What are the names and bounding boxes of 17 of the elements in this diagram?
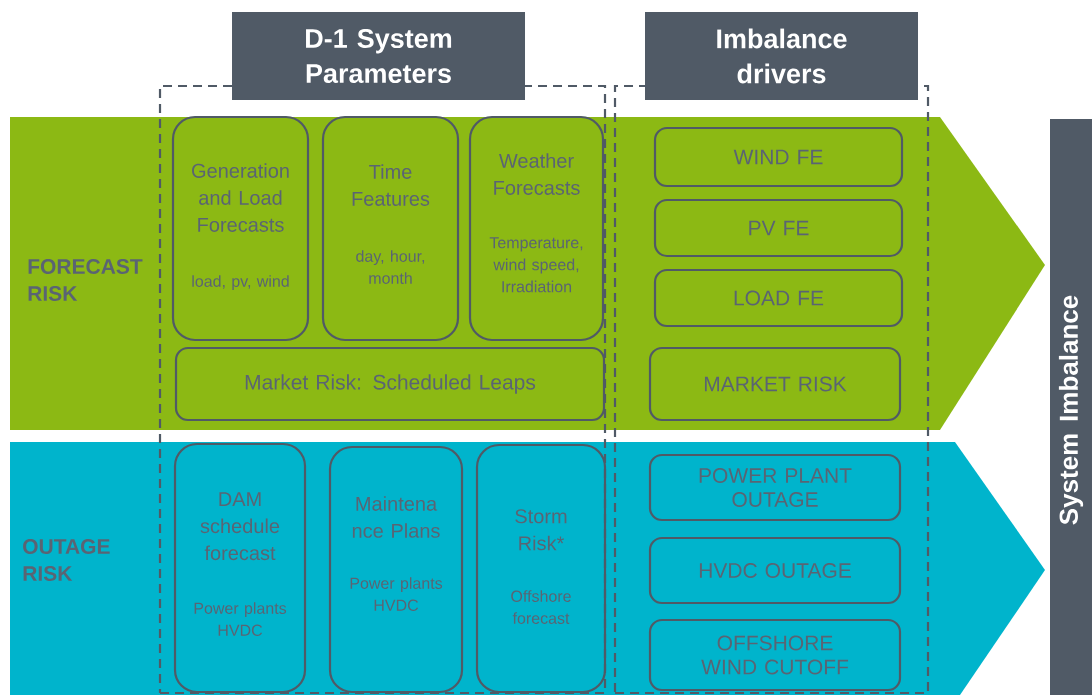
vertical-bar: System Imbalance xyxy=(1050,119,1092,695)
parameter-box: LOAD FE xyxy=(653,268,904,328)
parameter-box: Time Features day, hour, month xyxy=(321,115,460,342)
parameter-box: PV FE xyxy=(653,198,904,258)
parameter-box: Market Risk: Scheduled Leaps xyxy=(174,346,606,422)
parameter-box: Maintena nce Plans Power plants HVDC xyxy=(328,445,464,694)
header-box: Imbalance drivers xyxy=(645,12,918,100)
parameter-box: WIND FE xyxy=(653,126,904,188)
parameter-box: HVDC OUTAGE xyxy=(648,536,902,605)
parameter-box: Weather Forecasts Temperature, wind speed, Irradiation xyxy=(468,115,605,342)
parameter-box: DAM schedule forecast Power plants HVDC xyxy=(173,442,307,694)
parameter-box: OFFSHORE WIND CUTOFF xyxy=(648,618,902,692)
header-box: D-1 System Parameters xyxy=(232,12,525,100)
parameter-box: POWER PLANT OUTAGE xyxy=(648,453,902,522)
parameter-box: MARKET RISK xyxy=(648,346,902,422)
parameter-box: Storm Risk* Offshore forecast xyxy=(475,443,607,694)
parameter-box: Generation and Load Forecasts load, pv, wind xyxy=(171,115,310,342)
